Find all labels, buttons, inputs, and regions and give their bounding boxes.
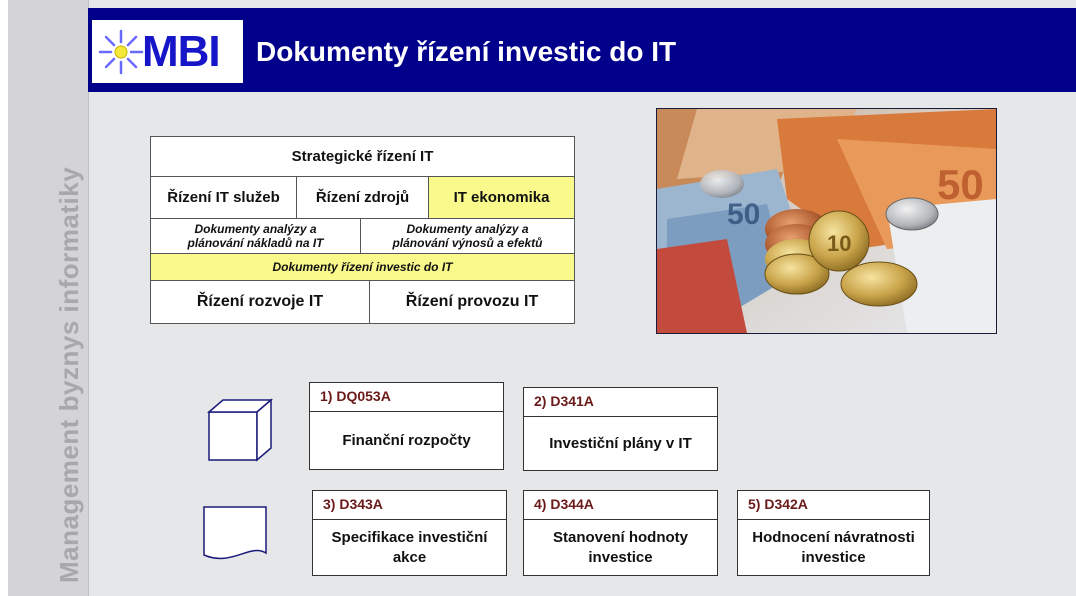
svg-text:50: 50	[727, 198, 760, 231]
doc-name: Finanční rozpočty	[342, 431, 471, 449]
doc-name: Specifikace investiční akce	[331, 528, 488, 566]
fw-operations-management: Řízení provozu IT	[405, 293, 539, 310]
doc-code: 4) D344A	[524, 491, 717, 520]
svg-text:10: 10	[827, 231, 851, 256]
euro-money-photo: 50 50 10	[656, 108, 997, 334]
framework-diagram: Strategické řízení IT Řízení IT služeb Ř…	[150, 136, 575, 324]
fw-area-it-economics: IT ekonomika	[429, 177, 574, 219]
document-icon	[203, 506, 267, 560]
mbi-logo: MBI	[92, 20, 243, 83]
doc-name: Stanovení hodnoty investice	[553, 528, 688, 566]
sidebar-strip: Management byznys informatiky	[8, 0, 89, 596]
doc-code: 1) DQ053A	[310, 383, 503, 412]
doc-card-d342a: 5) D342A Hodnocení návratnosti investice	[737, 490, 930, 576]
doc-code: 3) D343A	[313, 491, 506, 520]
doc-code: 5) D342A	[738, 491, 929, 520]
doc-card-dq053a: 1) DQ053A Finanční rozpočty	[309, 382, 504, 470]
svg-text:50: 50	[937, 161, 984, 208]
fw-area-resources: Řízení zdrojů	[297, 177, 429, 219]
page-title: Dokumenty řízení investic do IT	[256, 36, 677, 67]
fw-analysis-revenues: Dokumenty analýzy a plánování výnosů a e…	[361, 219, 574, 254]
doc-card-d344a: 4) D344A Stanovení hodnoty investice	[523, 490, 718, 576]
cube-icon	[206, 398, 274, 462]
sidebar-vertical-title: Management byznys informatiky	[54, 166, 84, 583]
logo-text: MBI	[142, 27, 221, 76]
frame-left-edge	[0, 0, 8, 596]
header-bar	[88, 8, 1076, 92]
doc-name: Investiční plány v IT	[549, 434, 692, 452]
fw-analysis-costs: Dokumenty analýzy a plánování nákladů na…	[151, 219, 361, 254]
doc-card-d343a: 3) D343A Specifikace investiční akce	[312, 490, 507, 576]
doc-code: 2) D341A	[524, 388, 717, 417]
sun-logo-icon	[98, 29, 144, 75]
fw-development-management: Řízení rozvoje IT	[151, 281, 370, 323]
fw-investment-documents: Dokumenty řízení investic do IT	[151, 254, 574, 281]
doc-card-d341a: 2) D341A Investiční plány v IT	[523, 387, 718, 471]
fw-area-services: Řízení IT služeb	[151, 177, 297, 219]
doc-name: Hodnocení návratnosti investice	[752, 528, 915, 566]
fw-strategic-management: Strategické řízení IT	[151, 137, 574, 177]
